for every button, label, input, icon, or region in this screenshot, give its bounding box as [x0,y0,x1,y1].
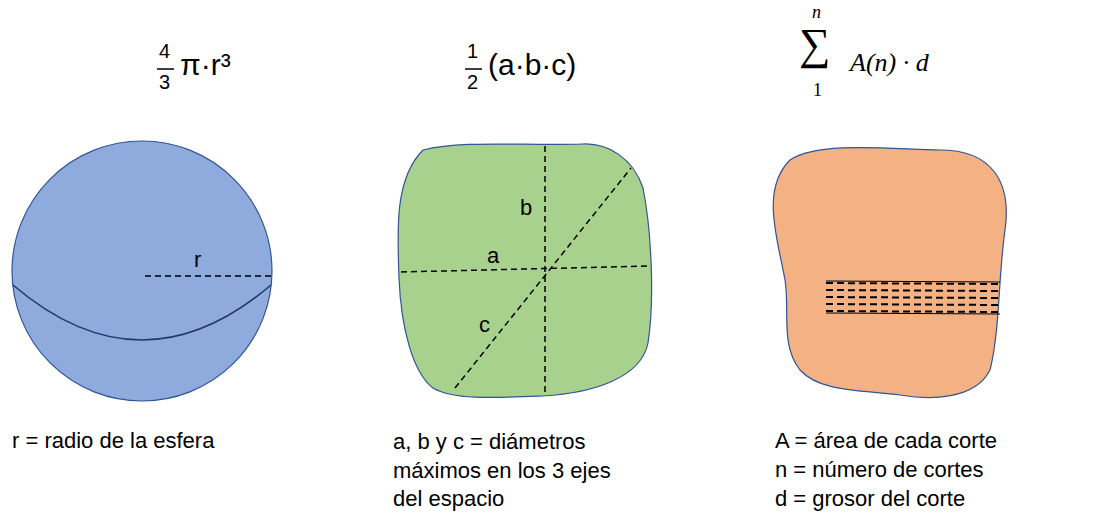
irregular-solid-shape: ba c [393,138,655,400]
sum-lower-limit: 1 [813,80,822,101]
legend-caption: d = grosor del corte [775,486,965,511]
legend-caption: r = radio de la esfera [12,428,214,453]
diameter-label: b [520,195,532,220]
legend-caption: A = área de cada corte [775,428,997,453]
diameter-line [544,146,546,395]
formula-term: A(n) · d [850,48,929,78]
fraction-numerator: 1 [467,40,478,63]
diameter-line [455,168,631,388]
sphere-shape: r [10,139,274,403]
sum-upper-limit: n [812,2,821,23]
irregular-solid [773,148,1006,398]
legend-caption: a, b y c = diámetros máximos en los 3 ej… [393,428,643,514]
fraction-denominator: 2 [467,71,478,94]
slice-edge [826,313,1000,314]
formula-term: (a·b·c) [488,48,576,83]
legend-caption: n = número de cortes [775,457,984,482]
fraction-bar [465,68,482,70]
formula-term: π·r³ [180,48,231,83]
fraction-numerator: 4 [159,40,170,63]
irregular-body [398,144,652,398]
diameter-label: a [487,243,499,268]
shape-outline [393,138,655,400]
slice-lines [826,283,1000,312]
diameter-line [401,266,649,272]
fraction-denominator: 3 [159,71,170,94]
fraction-bar [157,68,174,70]
shape-outline [10,139,274,403]
radius-label: r [194,247,201,272]
sum-symbol: ∑ [799,20,830,71]
equator-line [13,285,271,340]
sphere-body [12,141,272,401]
slice-edge [826,281,1000,282]
diameter-label: c [479,312,490,337]
radius-line [145,275,272,277]
